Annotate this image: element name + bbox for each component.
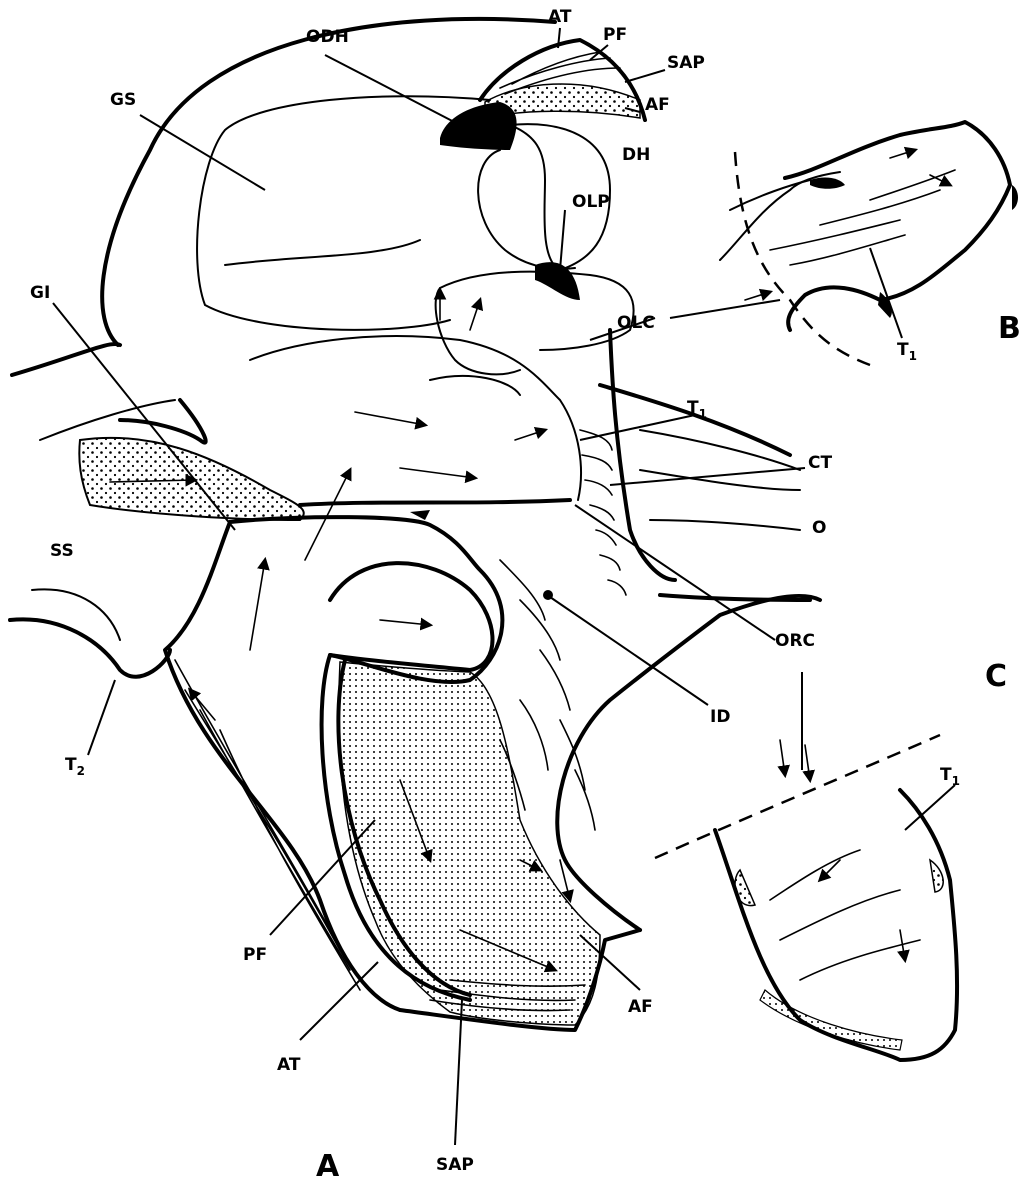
label-pf-bottom: PF bbox=[243, 945, 267, 965]
label-af-top: AF bbox=[645, 95, 670, 115]
label-ss: SS bbox=[50, 541, 74, 561]
panel-label-b: B bbox=[998, 311, 1021, 346]
label-at-bottom: AT bbox=[277, 1055, 301, 1075]
label-olp: OLP bbox=[572, 192, 610, 212]
label-t2: T2 bbox=[65, 755, 85, 778]
label-odh: ODH bbox=[306, 27, 349, 47]
label-t1-b: T1 bbox=[897, 340, 917, 363]
label-id: ID bbox=[710, 707, 730, 727]
label-sap-top: SAP bbox=[667, 53, 705, 73]
label-o: O bbox=[812, 518, 826, 538]
label-sap-bottom: SAP bbox=[436, 1155, 474, 1175]
label-at-top: AT bbox=[548, 7, 572, 27]
gi-stipple bbox=[79, 438, 303, 520]
inner-u-lobe bbox=[330, 563, 493, 670]
panel-c-outline bbox=[715, 790, 957, 1060]
panel-c-drawing bbox=[655, 735, 957, 1060]
panel-b-dashed-boundary bbox=[735, 152, 870, 365]
label-t1-main: T1 bbox=[687, 398, 707, 421]
panel-label-c: C bbox=[985, 659, 1007, 694]
odh-black bbox=[440, 102, 517, 150]
label-dh: DH bbox=[622, 145, 650, 165]
label-gi: GI bbox=[30, 283, 50, 303]
panel-c-dashed-boundary bbox=[655, 735, 940, 858]
head-outline bbox=[102, 19, 555, 345]
label-pf-top: PF bbox=[603, 25, 627, 45]
label-ct: CT bbox=[808, 453, 832, 473]
base-line bbox=[12, 344, 120, 375]
label-orc: ORC bbox=[775, 631, 815, 651]
panel-a-drawing bbox=[10, 19, 820, 1030]
panel-b-outline bbox=[785, 122, 1010, 330]
label-af-bottom: AF bbox=[628, 997, 653, 1017]
label-gs: GS bbox=[110, 90, 136, 110]
panel-b-drawing bbox=[720, 122, 1018, 365]
label-olc: OLC bbox=[617, 313, 655, 333]
label-t1-c: T1 bbox=[940, 765, 960, 788]
panel-label-a: A bbox=[316, 1149, 340, 1184]
